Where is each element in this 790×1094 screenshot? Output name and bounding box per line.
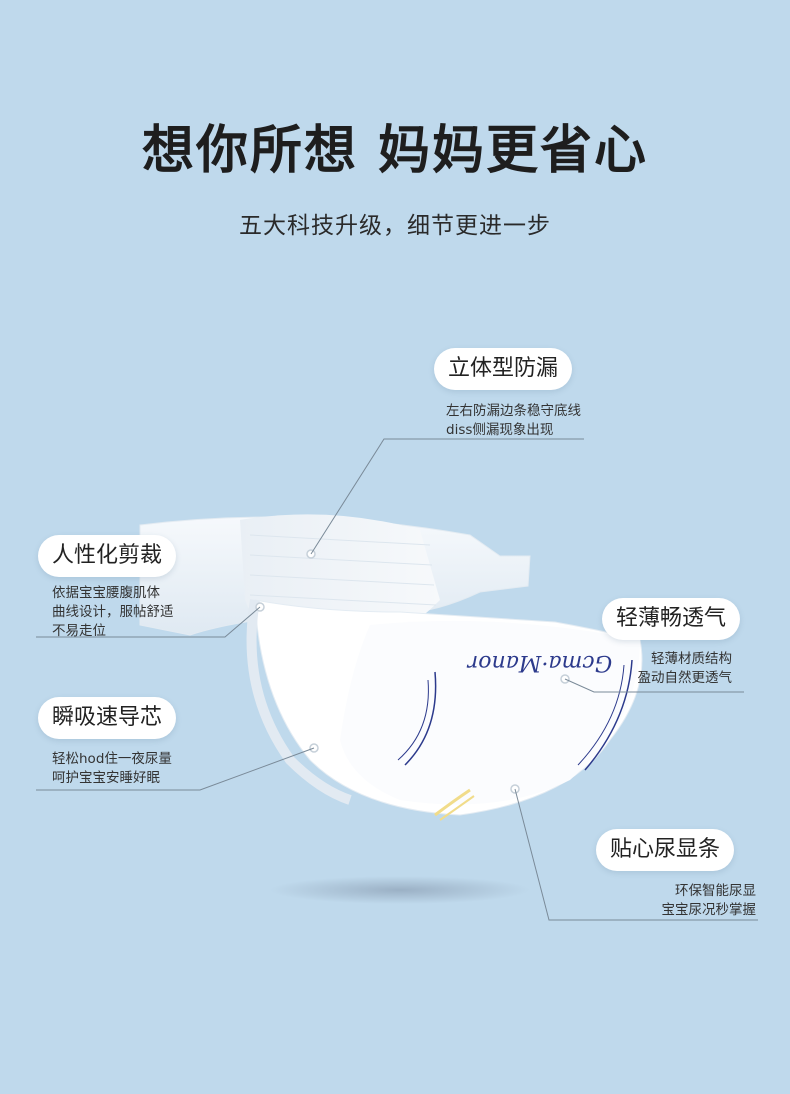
brand-mark: Gcma·Manor [466, 650, 612, 675]
wetness-stripe-left [404, 671, 437, 766]
feature-desc-line: 轻松hod住一夜尿量 [52, 751, 172, 767]
feature-desc-line: 环保智能尿显 [675, 883, 756, 899]
feature-desc-ergonomic-cut: 依据宝宝腰腹肌体 曲线设计，服帖舒适 不易走位 [52, 584, 174, 641]
wetness-stripe-left-2 [397, 679, 429, 761]
leader-line-leak [310, 438, 584, 555]
feature-desc-line: 依据宝宝腰腹肌体 [52, 585, 160, 601]
feature-desc-line: 曲线设计，服帖舒适 [52, 604, 174, 620]
page-subtitle: 五大科技升级，细节更进一步 [239, 213, 551, 239]
feature-desc-line: 左右防漏边条稳守底线 [446, 403, 581, 419]
feature-desc-absorbent-core: 轻松hod住一夜尿量 呵护宝宝安睡好眠 [52, 750, 172, 788]
leader-line-strip [514, 788, 758, 921]
feature-pill-breathable: 轻薄畅透气 [602, 598, 741, 640]
feature-desc-line: 轻薄材质结构 [651, 651, 732, 667]
feature-pill-wetness-indicator: 贴心尿显条 [596, 829, 735, 871]
feature-desc-line: 盈动自然更透气 [637, 670, 733, 686]
leader-line-core [36, 747, 315, 791]
wetness-stripe-right-2 [577, 664, 625, 766]
product-shadow [270, 876, 530, 904]
feature-pill-ergonomic-cut: 人性化剪裁 [38, 535, 177, 577]
feature-desc-leak-proof: 左右防漏边条稳守底线 diss侧漏现象出现 [446, 402, 581, 440]
feature-desc-wetness-indicator: 环保智能尿显 宝宝尿况秒掌握 [662, 882, 757, 920]
feature-pill-absorbent-core: 瞬吸速导芯 [38, 697, 177, 739]
feature-desc-line: 不易走位 [52, 623, 106, 639]
feature-desc-breathable: 轻薄材质结构 盈动自然更透气 [638, 650, 733, 688]
wetness-stripe-right [584, 659, 633, 771]
leader-line-cut [36, 606, 261, 638]
front-panel [340, 620, 640, 805]
feature-desc-line: 宝宝尿况秒掌握 [661, 902, 757, 918]
page-title: 想你所想 妈妈更省心 [141, 121, 649, 181]
yellow-indicator [434, 788, 471, 817]
leader-line-breath [564, 678, 744, 693]
feature-desc-line: 呵护宝宝安睡好眠 [52, 770, 160, 786]
feature-pill-leak-proof: 立体型防漏 [434, 348, 573, 390]
leak-guard [246, 599, 352, 805]
feature-desc-line: diss侧漏现象出现 [446, 422, 554, 438]
